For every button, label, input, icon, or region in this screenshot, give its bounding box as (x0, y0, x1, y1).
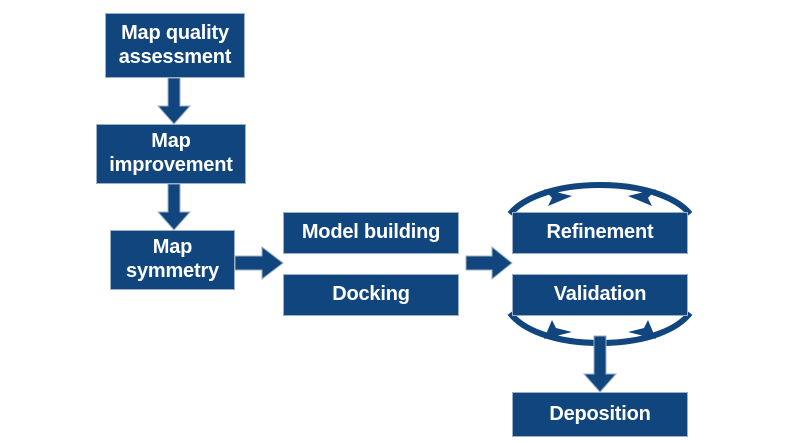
cycle-arc-top (507, 182, 693, 216)
node-label-map-improvement: Map improvement (109, 130, 233, 176)
arrow-improvement-to-symmetry (156, 183, 192, 231)
node-map-symmetry[interactable]: Map symmetry (110, 230, 235, 290)
cycle-arc-bottom (507, 311, 693, 346)
arrow-symmetry-to-building (234, 245, 284, 281)
arrow-validation-to-deposition (582, 335, 618, 393)
node-label-map-symmetry: Map symmetry (126, 236, 219, 282)
node-label-docking: Docking (332, 283, 410, 306)
arrow-quality-to-improvement (156, 77, 192, 125)
node-label-map-quality-assessment: Map quality assessment (118, 21, 232, 68)
node-validation[interactable]: Validation (512, 274, 688, 316)
node-map-improvement[interactable]: Map improvement (96, 124, 246, 184)
cycle-arc-bottom-arrowheads (544, 320, 656, 339)
cycle-arc-top-arrowheads (544, 189, 656, 206)
node-docking[interactable]: Docking (283, 274, 459, 316)
node-label-model-building: Model building (301, 221, 441, 244)
node-label-validation: Validation (553, 283, 647, 306)
node-deposition[interactable]: Deposition (512, 392, 688, 437)
arrow-building-to-refinement (465, 245, 513, 281)
node-label-refinement: Refinement (546, 221, 654, 244)
node-map-quality-assessment[interactable]: Map quality assessment (105, 13, 245, 78)
node-model-building[interactable]: Model building (283, 212, 459, 254)
node-label-deposition: Deposition (549, 402, 651, 425)
node-refinement[interactable]: Refinement (512, 212, 688, 254)
